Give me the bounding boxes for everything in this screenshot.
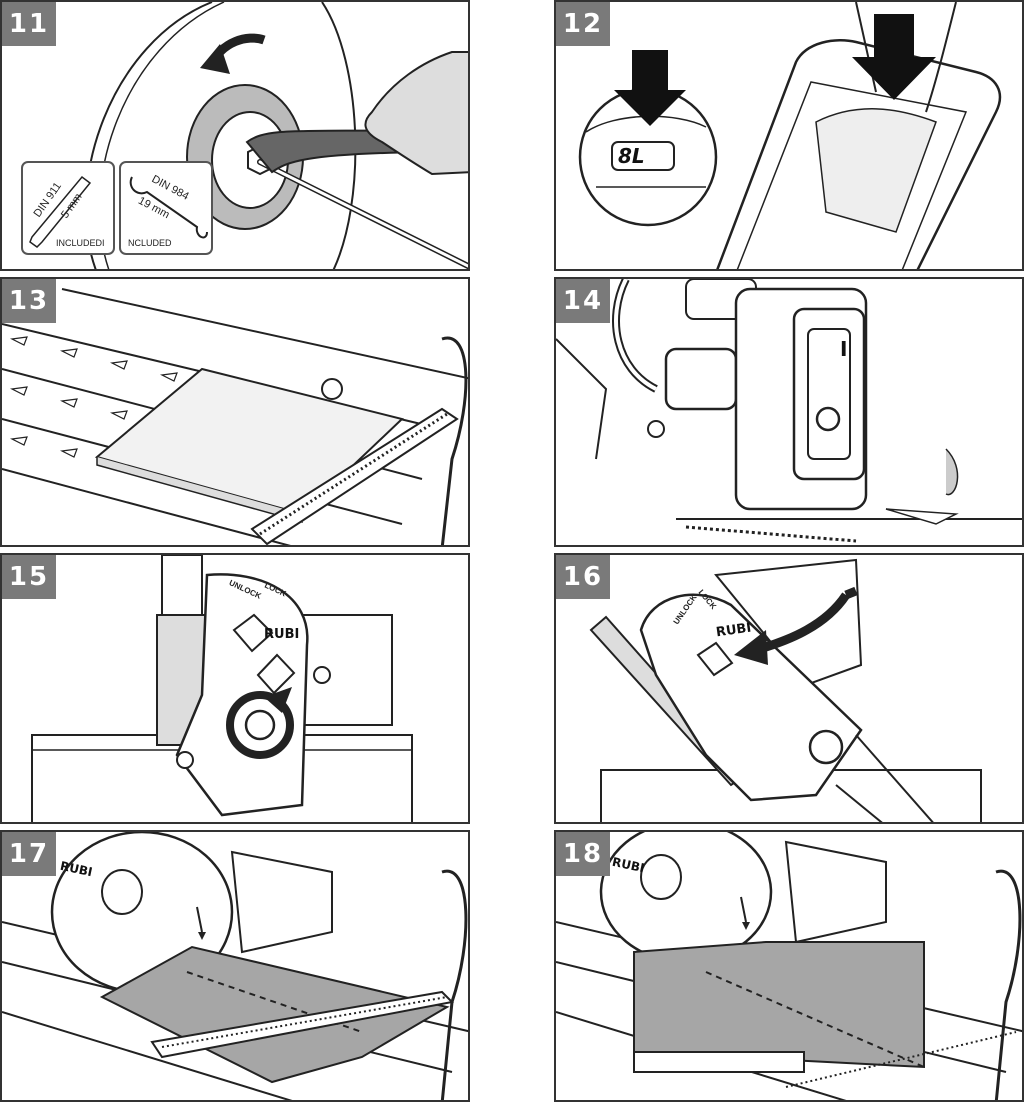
step-16-panel: 16 UNLOCK LOCK RUBI [554, 553, 1024, 824]
tile [99, 945, 450, 1084]
step-number-badge: 18 [556, 832, 610, 876]
brand-logo: RUBI [264, 627, 300, 642]
step-15-panel: 15 UNLOCK LOCK RUBI [0, 553, 470, 824]
hand [364, 51, 468, 176]
step-number-badge: 16 [556, 555, 610, 599]
tilt-plate [639, 593, 863, 802]
tilt-head-illustration [589, 558, 982, 822]
step-number-badge: 17 [2, 832, 56, 876]
tilt-arrow [754, 592, 850, 655]
guide-ruler [250, 407, 459, 545]
switch-off-symbol [815, 406, 841, 432]
step-number-badge: 11 [2, 2, 56, 46]
step-11-panel: 11 DIN 911 5 mm INCLUDEDI DIN 984 19 mm … [0, 0, 470, 271]
wrench-included: NCLUDED [128, 238, 172, 248]
step-number-badge: 12 [556, 2, 610, 46]
step-14-panel: 14 I [554, 277, 1024, 547]
step-number-badge: 13 [2, 279, 56, 323]
cutting-start-illustration [2, 832, 468, 1100]
power-switch-illustration [556, 279, 1022, 543]
guide-ruler [633, 1051, 805, 1073]
cable-gland [664, 347, 738, 411]
water-pump [815, 108, 937, 233]
blade-guard [599, 832, 773, 964]
step-18-panel: 18 RUBI [554, 830, 1024, 1102]
cutting-end-illustration [556, 832, 1022, 1100]
unlock-head-illustration [31, 555, 413, 822]
rotation-arrow [226, 691, 294, 759]
switch-on-label: I [840, 337, 848, 361]
blade-removal-illustration [21, 2, 468, 269]
oil-mark-label: 8L [618, 144, 645, 168]
step-17-panel: 17 RUBI [0, 830, 470, 1102]
tile [94, 367, 405, 516]
step-number-badge: 15 [2, 555, 56, 599]
locking-knob[interactable] [808, 729, 844, 765]
hex-key-included: INCLUDEDI [56, 238, 105, 248]
down-arrow-icon [852, 14, 936, 100]
step-number-badge: 14 [556, 279, 610, 323]
cut-line [705, 971, 925, 1068]
water-tank-illustration [578, 2, 1002, 269]
down-arrow-icon [614, 50, 686, 126]
max-level-mark [611, 141, 675, 171]
tile-placement-illustration [2, 288, 468, 545]
wrench-card [119, 161, 213, 255]
step-12-panel: 12 8L [554, 0, 1024, 271]
step-13-panel: 13 [0, 277, 470, 547]
locking-knob[interactable] [244, 709, 276, 741]
